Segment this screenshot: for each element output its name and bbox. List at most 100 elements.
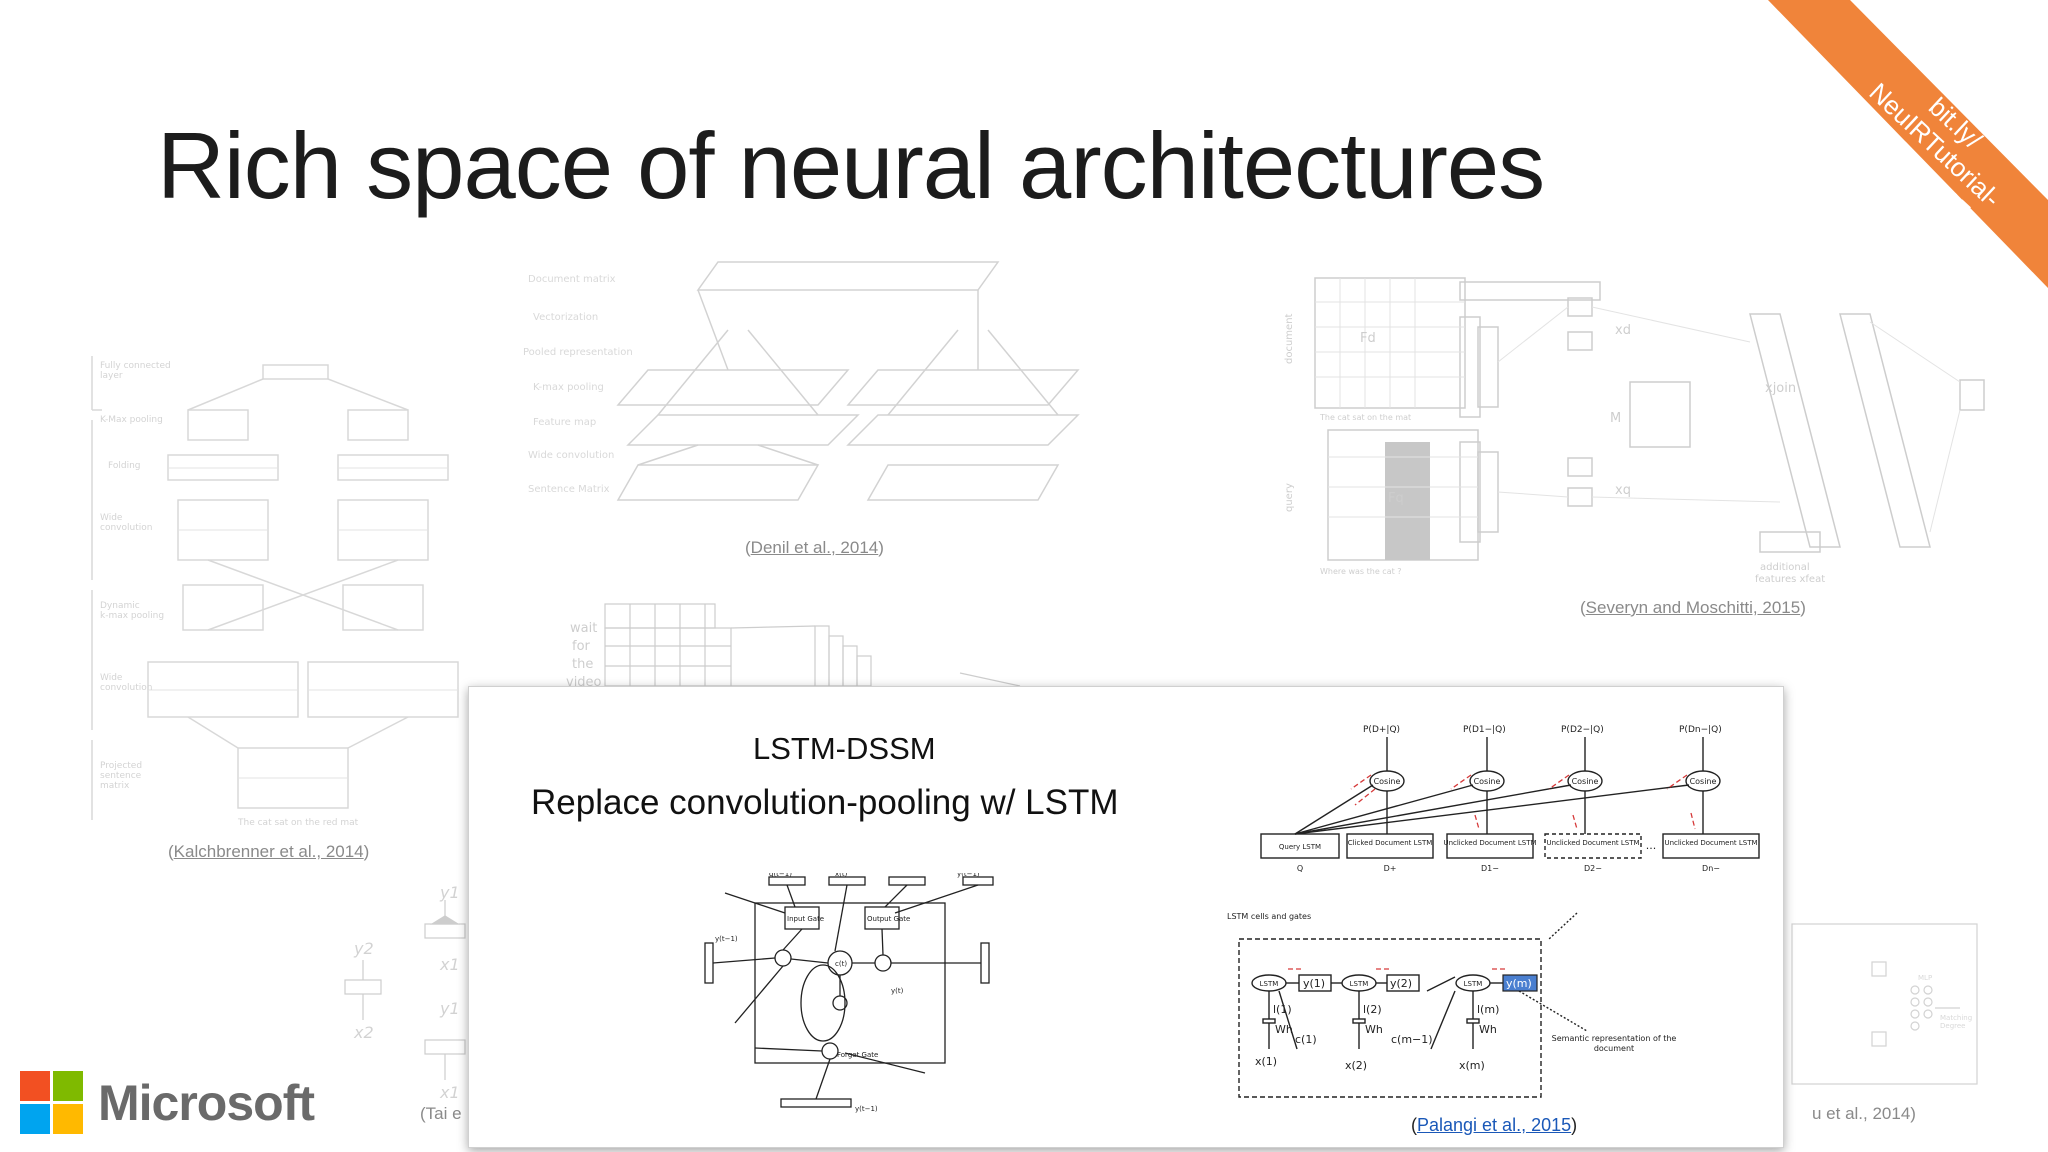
output-1: y(2) (1390, 977, 1412, 990)
svg-text:Wide convolution: Wide convolution (528, 450, 614, 461)
citation-severyn[interactable]: (Severyn and Moschitti, 2015) (1580, 598, 1806, 617)
url-ribbon[interactable]: bit.ly/ NeuIRTutorial-WSDM2017 (1740, 0, 2048, 288)
c-0: c(1) (1295, 1033, 1317, 1046)
svg-text:matrix: matrix (100, 781, 130, 791)
citation-open: ( (1411, 1115, 1417, 1135)
svg-text:layer: layer (100, 371, 123, 381)
prob-0: P(D+|Q) (1363, 725, 1400, 735)
dssm-diagram: P(D+|Q) P(D1−|Q) P(D2−|Q) P(Dn−|Q) Cosin… (1255, 717, 1765, 877)
cell-1: LSTM (1350, 980, 1369, 988)
box-0: Query LSTM (1279, 843, 1321, 851)
card-description: Replace convolution-pooling w/ LSTM (531, 783, 1119, 822)
cell-2: LSTM (1464, 980, 1483, 988)
box-sub-2: D1− (1481, 864, 1499, 873)
wh-1: Wh (1365, 1023, 1383, 1036)
citation-denil[interactable]: (Denil et al., 2014) (745, 538, 884, 557)
c-1: c(m−1) (1391, 1033, 1433, 1046)
input-1: l(2) (1363, 1003, 1382, 1016)
svg-text:Forget Gate: Forget Gate (837, 1051, 878, 1059)
card-heading: LSTM-DSSM (753, 731, 936, 766)
cosine-0: Cosine (1374, 777, 1401, 786)
middle-fragment-figure: wait for the video (560, 598, 1130, 690)
box-2: Unclicked Document LSTM (1443, 839, 1536, 847)
svg-text:K-max pooling: K-max pooling (533, 382, 604, 393)
svg-text:Wide: Wide (100, 513, 123, 523)
box-sub-1: D+ (1384, 864, 1397, 873)
svg-text:k-max pooling: k-max pooling (100, 611, 164, 621)
svg-text:Input Gate: Input Gate (787, 915, 824, 923)
svg-text:x1: x1 (439, 1083, 460, 1102)
slide-title: Rich space of neural architectures (157, 113, 1545, 218)
svg-text:Matching: Matching (1940, 1014, 1972, 1022)
output-2: y(m) (1506, 977, 1532, 990)
cell-0: LSTM (1260, 980, 1279, 988)
label-xjoin: xjoin (1765, 381, 1796, 396)
citation-kalchbrenner[interactable]: (Kalchbrenner et al., 2014) (168, 842, 370, 861)
svg-text:y(t−1): y(t−1) (957, 873, 980, 878)
svg-text:Wide: Wide (100, 673, 123, 683)
cosine-1: Cosine (1474, 777, 1501, 786)
svg-text:c(t): c(t) (835, 960, 847, 968)
lstm-unroll-title: LSTM cells and gates (1227, 912, 1311, 921)
wh-2: Wh (1479, 1023, 1497, 1036)
citation-tai-fragment[interactable]: (Tai e (420, 1104, 462, 1123)
svg-text:Vectorization: Vectorization (533, 312, 598, 323)
cosine-2: Cosine (1572, 777, 1599, 786)
label-query-words: Where was the cat ? (1320, 567, 1402, 576)
word-0: wait (570, 621, 597, 636)
x-0: x(1) (1255, 1055, 1277, 1068)
citation-right-fragment[interactable]: u et al., 2014) (1812, 1104, 1916, 1123)
svg-text:y(t−1): y(t−1) (715, 935, 738, 943)
label-m: M (1610, 411, 1621, 426)
semantic-note: Semantic representation of the document (1551, 1034, 1677, 1053)
prob-1: P(D1−|Q) (1463, 725, 1506, 735)
svg-text:Fully connected: Fully connected (100, 361, 171, 371)
lstm-unrolled-diagram: LSTM cells and gates LSTM LSTM LSTM y(1)… (1219, 909, 1689, 1099)
box-sub-4: Dn− (1702, 864, 1720, 873)
svg-text:y(t): y(t) (891, 987, 904, 995)
svg-text:The cat sat on the red mat: The cat sat on the red mat (237, 818, 359, 828)
citation-close: ) (1571, 1115, 1578, 1135)
wh-0: Wh (1275, 1023, 1293, 1036)
svg-text:convolution: convolution (100, 683, 152, 693)
label-doc-words: The cat sat on the mat (1319, 413, 1411, 422)
svg-text:g(t−1): g(t−1) (769, 873, 792, 878)
svg-text:Dynamic: Dynamic (100, 601, 140, 611)
svg-text:x1: x1 (439, 955, 460, 974)
box-1: Clicked Document LSTM (1348, 839, 1433, 847)
x-1: x(2) (1345, 1059, 1367, 1072)
dssm-ellipsis: ... (1646, 839, 1657, 852)
logo-square-red (20, 1071, 50, 1101)
logo-square-blue (20, 1104, 50, 1134)
label-xq: xq (1615, 483, 1631, 498)
svg-text:Degree: Degree (1940, 1022, 1965, 1030)
citation-link[interactable]: Denil et al., 2014 (750, 538, 879, 557)
box-4: Unclicked Document LSTM (1664, 839, 1757, 847)
lstm-dssm-card: LSTM-DSSM Replace convolution-pooling w/… (468, 686, 1784, 1148)
svg-text:x(t): x(t) (835, 873, 848, 878)
svg-text:y1: y1 (439, 999, 460, 1018)
svg-text:Pooled representation: Pooled representation (523, 347, 633, 358)
box-3: Unclicked Document LSTM (1546, 839, 1639, 847)
svg-text:x2: x2 (353, 1023, 374, 1042)
input-0: l(1) (1273, 1003, 1292, 1016)
citation-link[interactable]: Severyn and Moschitti, 2015 (1585, 598, 1801, 617)
cosine-3: Cosine (1690, 777, 1717, 786)
logo-square-yellow (53, 1104, 83, 1134)
svg-text:y1: y1 (439, 883, 460, 902)
prob-2: P(D2−|Q) (1561, 725, 1604, 735)
word-2: the (572, 657, 593, 672)
svg-text:K-Max pooling: K-Max pooling (100, 415, 163, 425)
citation-link[interactable]: Kalchbrenner et al., 2014 (173, 842, 364, 861)
label-fd: Fd (1360, 331, 1376, 346)
palangi-citation-link[interactable]: Palangi et al., 2015 (1417, 1115, 1572, 1135)
word-1: for (572, 639, 591, 654)
card-citation[interactable]: (Palangi et al., 2015) (1411, 1115, 1577, 1136)
microsoft-wordmark: Microsoft (98, 1075, 315, 1131)
label-fq: Fq (1388, 491, 1404, 506)
severyn-figure: Fd Fq xd xq M xjoin additional features … (1280, 272, 2000, 592)
